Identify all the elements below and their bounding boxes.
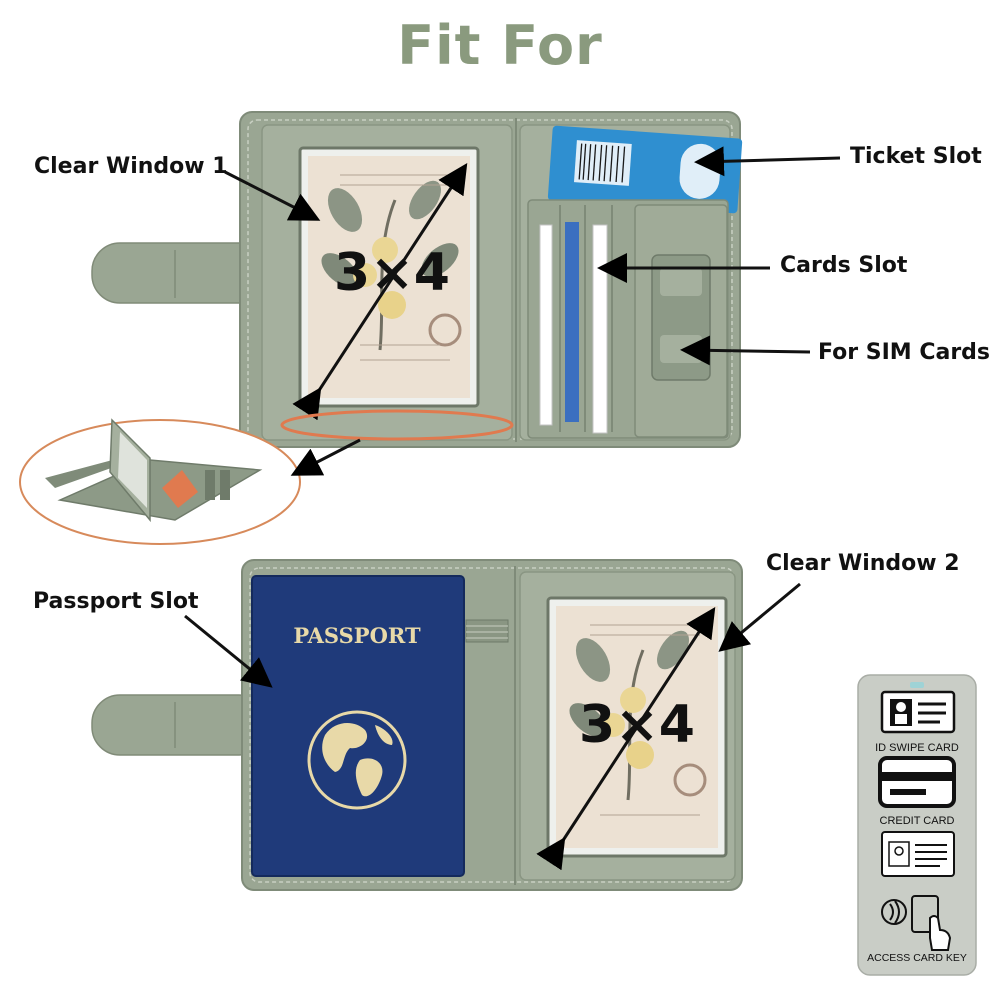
label-clear-window-1: Clear Window 1 xyxy=(34,154,228,179)
contactless-icon xyxy=(881,899,907,925)
passport-title: PASSPORT xyxy=(293,623,421,648)
page-title: Fit For xyxy=(397,14,603,77)
label-cards-slot: Cards Slot xyxy=(780,253,908,278)
label-passport-slot: Passport Slot xyxy=(33,589,199,614)
label-ticket-slot: Ticket Slot xyxy=(850,144,982,169)
ticket-card xyxy=(547,125,743,214)
size-label-bottom: 3×4 xyxy=(579,695,695,755)
rfid-label-credit: CREDIT CARD xyxy=(880,815,955,827)
label-sim-cards: For SIM Cards xyxy=(818,340,991,365)
hand-icon xyxy=(929,915,952,951)
label-clear-window-2: Clear Window 2 xyxy=(766,551,960,576)
size-label-top: 3×4 xyxy=(334,243,450,303)
rfid-label-access: ACCESS CARD KEY xyxy=(867,952,967,964)
license-card-icon xyxy=(881,831,955,877)
callout-arrows xyxy=(184,146,841,688)
stand-inset xyxy=(19,418,301,545)
passport-book xyxy=(251,575,465,877)
credit-card-icon xyxy=(878,756,956,808)
wallet-bottom xyxy=(91,559,743,891)
keycard-icon xyxy=(911,895,939,933)
rfid-protection-card: ID SWIPE CARD CREDIT CARD ACCESS CARD KE… xyxy=(857,674,977,976)
rfid-label-id: ID SWIPE CARD xyxy=(875,742,959,754)
